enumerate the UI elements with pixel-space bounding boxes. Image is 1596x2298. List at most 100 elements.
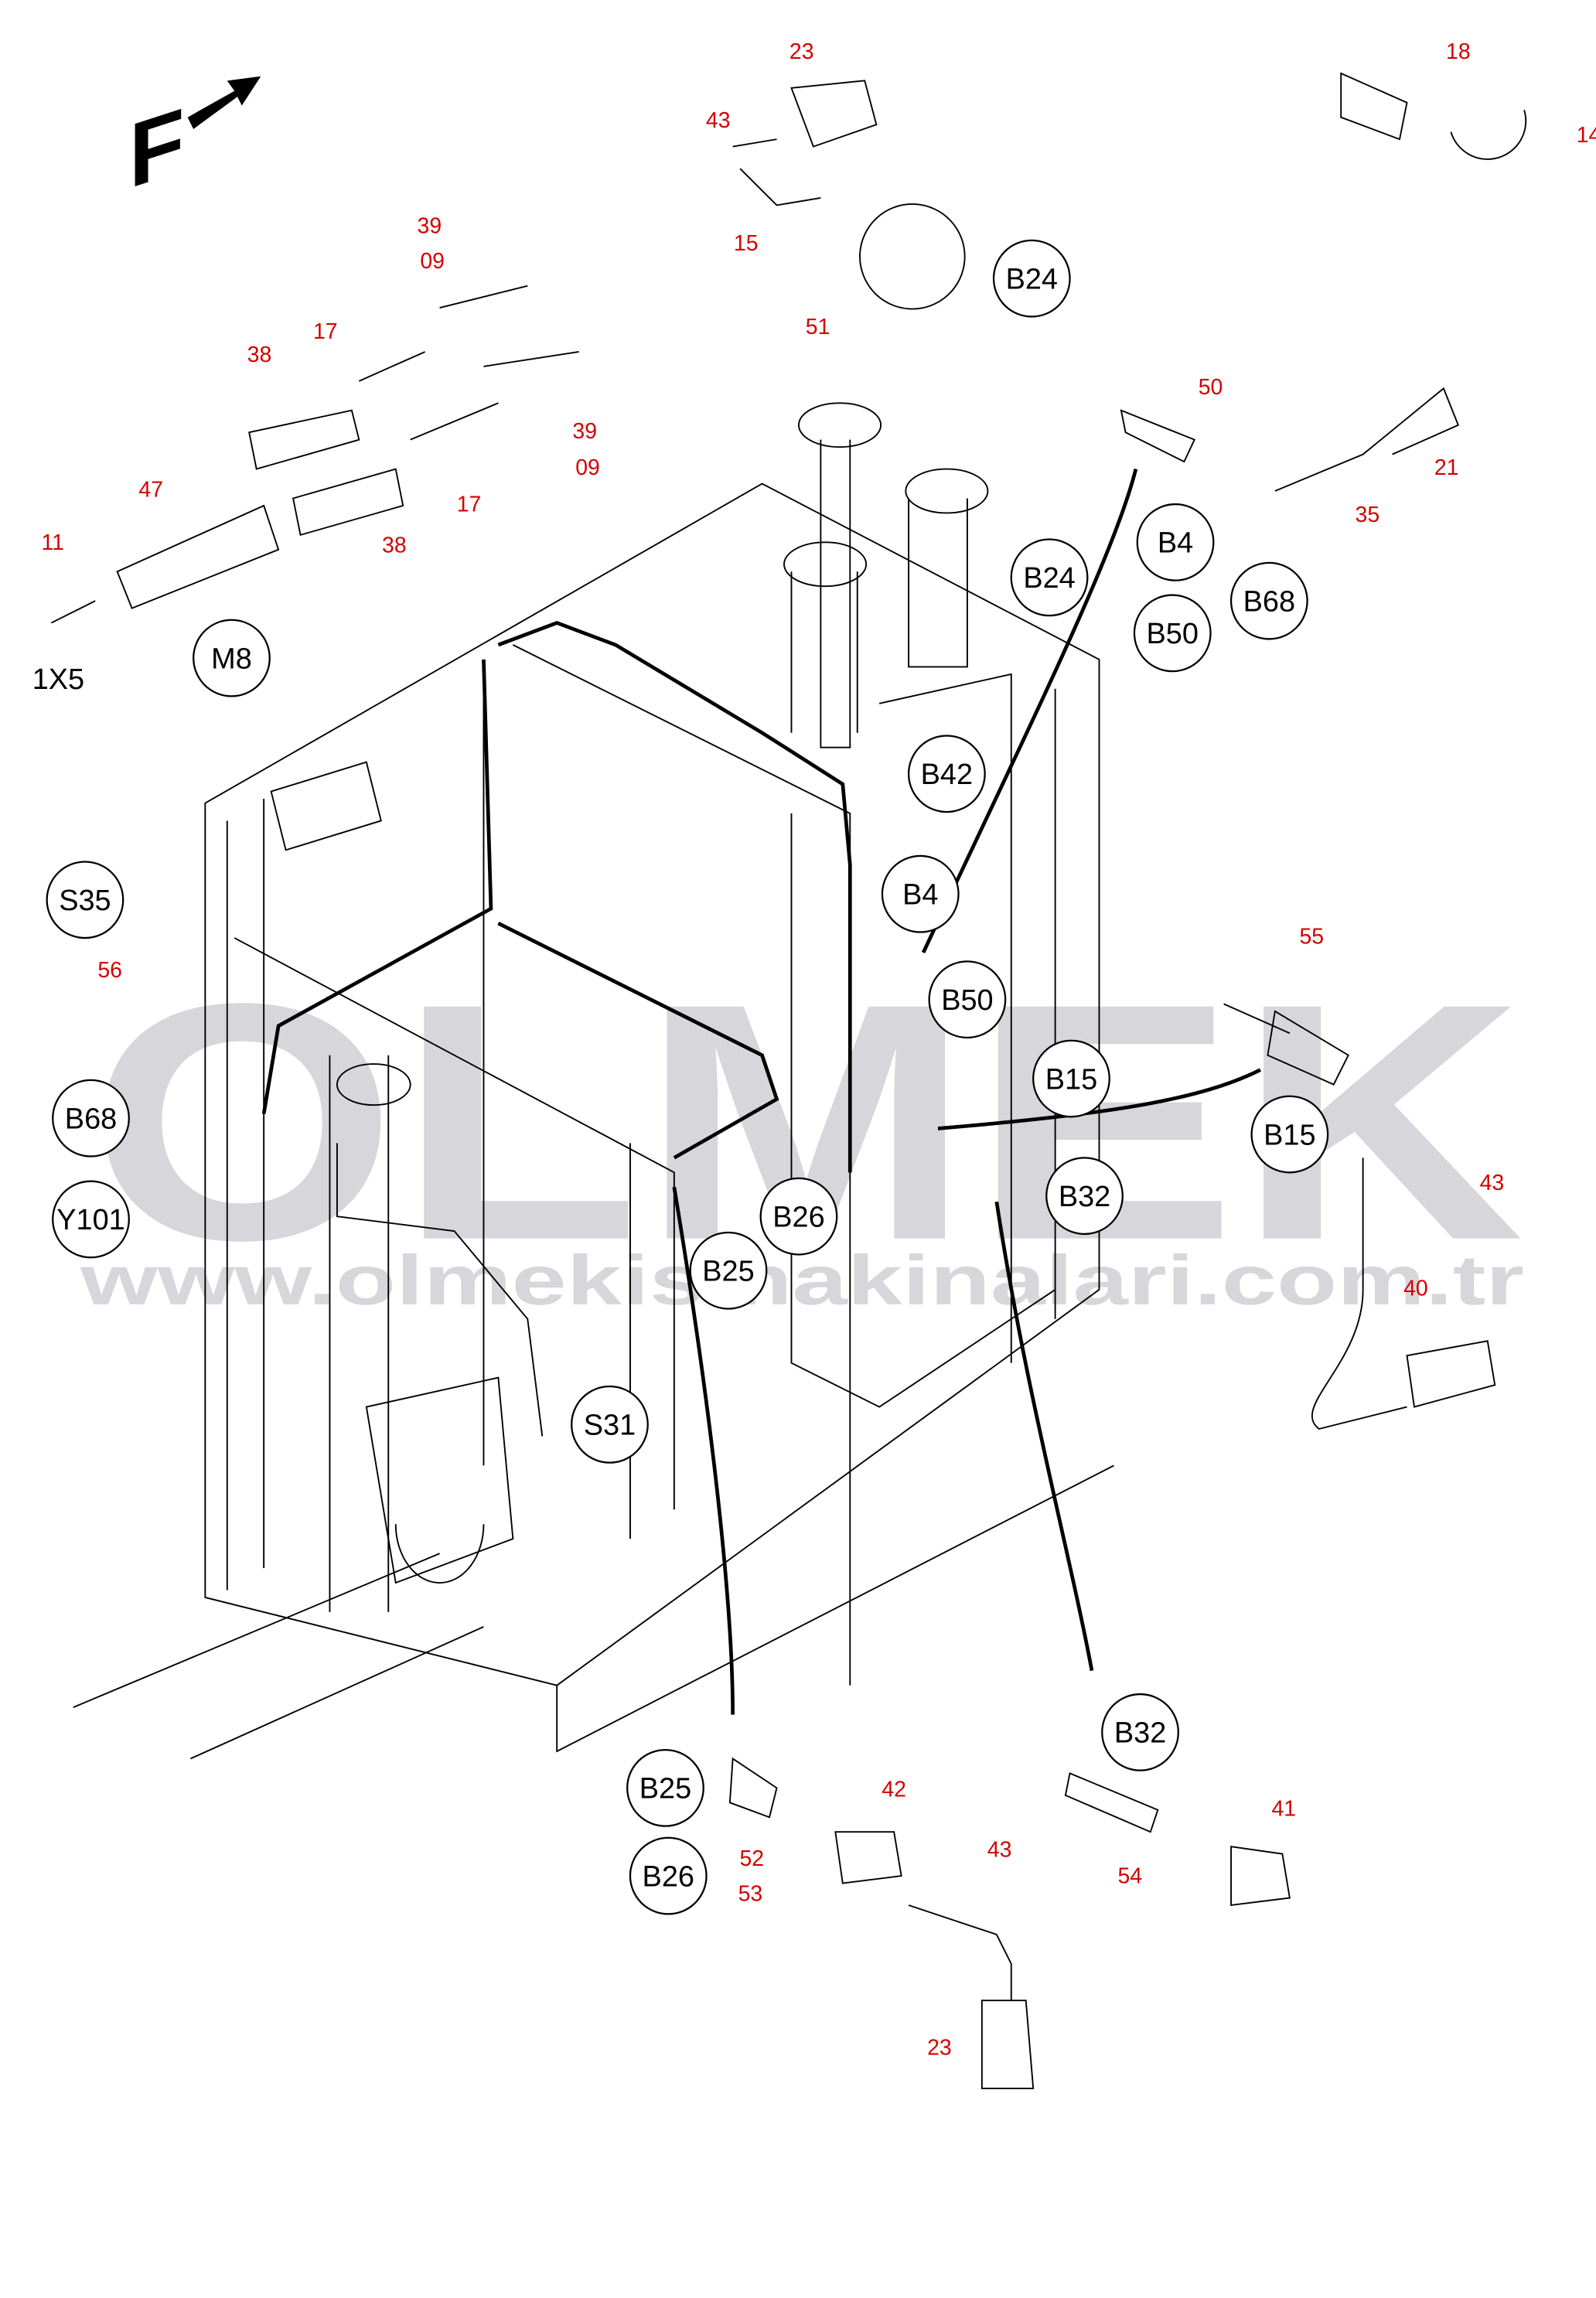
part-number-callout: 09 [420, 249, 445, 274]
part-number-callout: 35 [1356, 503, 1380, 527]
component-ref-label: B50 [941, 984, 993, 1017]
part-number-callout: 38 [382, 534, 407, 558]
component-ref-bubble: B50 [928, 960, 1007, 1039]
component-ref-label: S31 [584, 1410, 636, 1442]
machine-frame [73, 402, 1262, 1760]
part-number-callout: 38 [247, 343, 272, 367]
component-ref-bubble: S31 [571, 1385, 649, 1464]
component-ref-bubble: B15 [1250, 1095, 1329, 1174]
ref-circle [571, 1385, 649, 1464]
part-number-callout: 43 [706, 108, 731, 133]
part-number-callout: 23 [927, 2035, 952, 2060]
component-ref-bubble: Y101 [52, 1180, 130, 1259]
ref-circle [992, 239, 1071, 318]
component-ref-bubble: M8 [193, 619, 271, 697]
component-ref-bubble: B26 [629, 1836, 708, 1915]
component-ref-label: Y101 [56, 1204, 124, 1236]
front-arrow-icon [187, 76, 261, 129]
part-number-callout: 40 [1403, 1277, 1428, 1301]
part-number-callout: 17 [457, 493, 482, 517]
part-number-callout: 53 [738, 1881, 763, 1906]
ref-circle [1010, 538, 1089, 617]
ref-circle [1133, 594, 1212, 673]
component-ref-label: B26 [643, 1860, 694, 1893]
component-ref-label: B15 [1045, 1063, 1097, 1096]
component-ref-label: M8 [211, 643, 252, 675]
component-ref-bubble: B25 [689, 1231, 768, 1310]
part-number-callout: 39 [418, 213, 442, 238]
part-number-callout: 18 [1446, 39, 1471, 64]
part-number-callout: 09 [575, 455, 600, 480]
part-number-callout: 41 [1271, 1796, 1296, 1821]
ref-circle [907, 735, 986, 813]
ref-circle [1101, 1693, 1179, 1771]
part-number-callout: 21 [1434, 455, 1459, 480]
part-number-callout: 17 [313, 319, 338, 344]
ref-circle [759, 1177, 838, 1256]
component-ref-bubble: B24 [992, 239, 1071, 318]
component-ref-label: B26 [772, 1201, 824, 1233]
part-number-callout: 43 [1480, 1171, 1505, 1195]
part-number-callout: 56 [97, 958, 122, 983]
component-ref-bubble: S35 [46, 861, 124, 939]
component-ref-label: B4 [902, 878, 938, 911]
connector-label: 1X5 [32, 663, 84, 696]
component-ref-label: B15 [1264, 1119, 1315, 1151]
part-number-callout: 47 [138, 478, 163, 503]
ref-circle [1229, 561, 1308, 640]
component-ref-bubble: B4 [1136, 503, 1215, 581]
component-ref-bubble: B26 [759, 1177, 838, 1256]
part-number-callout: 52 [739, 1846, 764, 1871]
component-ref-label: B68 [1243, 585, 1295, 618]
part-number-callout: 14 [1577, 123, 1596, 148]
part-number-callout: 51 [806, 315, 830, 339]
component-ref-bubble: B24 [1010, 538, 1089, 617]
component-ref-bubble: B15 [1032, 1039, 1110, 1118]
component-ref-bubble: B50 [1133, 594, 1212, 673]
part-number-callout: 54 [1117, 1864, 1142, 1889]
part-number-callout: 23 [789, 39, 814, 64]
component-ref-label: B32 [1114, 1717, 1166, 1750]
component-ref-label: S35 [59, 885, 111, 917]
front-direction-marker: F [129, 76, 261, 208]
ref-circle [1032, 1039, 1110, 1118]
component-ref-bubble: B25 [626, 1748, 704, 1827]
ref-circle [46, 861, 124, 939]
component-ref-bubble: B32 [1045, 1157, 1124, 1236]
component-ref-label: B24 [1023, 562, 1075, 595]
component-ref-label: B4 [1158, 527, 1193, 560]
ref-circle [52, 1180, 130, 1259]
ref-circle [626, 1748, 704, 1827]
part-number-callout: 43 [987, 1837, 1012, 1862]
component-ref-bubble: B68 [52, 1079, 130, 1158]
component-ref-label: B25 [639, 1773, 691, 1805]
ref-circle [881, 854, 960, 933]
loose-parts [50, 72, 1527, 2089]
component-ref-label: B50 [1147, 618, 1199, 650]
component-ref-label: B25 [702, 1256, 754, 1288]
ref-circle [1250, 1095, 1329, 1174]
part-number-callout: 39 [572, 419, 597, 444]
ref-circle [629, 1836, 708, 1915]
part-number-callout: 42 [882, 1778, 906, 1802]
component-ref-label: B42 [921, 759, 973, 791]
component-ref-bubble: B68 [1229, 561, 1308, 640]
component-ref-label: B24 [1006, 263, 1058, 295]
component-ref-bubble: B42 [907, 735, 986, 813]
part-number-callout: 15 [734, 231, 759, 256]
part-number-callout: 11 [41, 530, 64, 555]
front-label: F [129, 88, 185, 208]
component-ref-bubble: B32 [1101, 1693, 1179, 1771]
ref-circle [689, 1231, 768, 1310]
part-number-callout: 55 [1300, 925, 1325, 950]
part-number-callout: 50 [1199, 375, 1223, 400]
ref-circle [193, 619, 271, 697]
ref-circle [1045, 1157, 1124, 1236]
component-ref-bubble: B4 [881, 854, 960, 933]
ref-circle [52, 1079, 130, 1158]
ref-circle [1136, 503, 1215, 581]
component-ref-label: B68 [65, 1103, 117, 1135]
component-ref-label: B32 [1059, 1181, 1110, 1213]
